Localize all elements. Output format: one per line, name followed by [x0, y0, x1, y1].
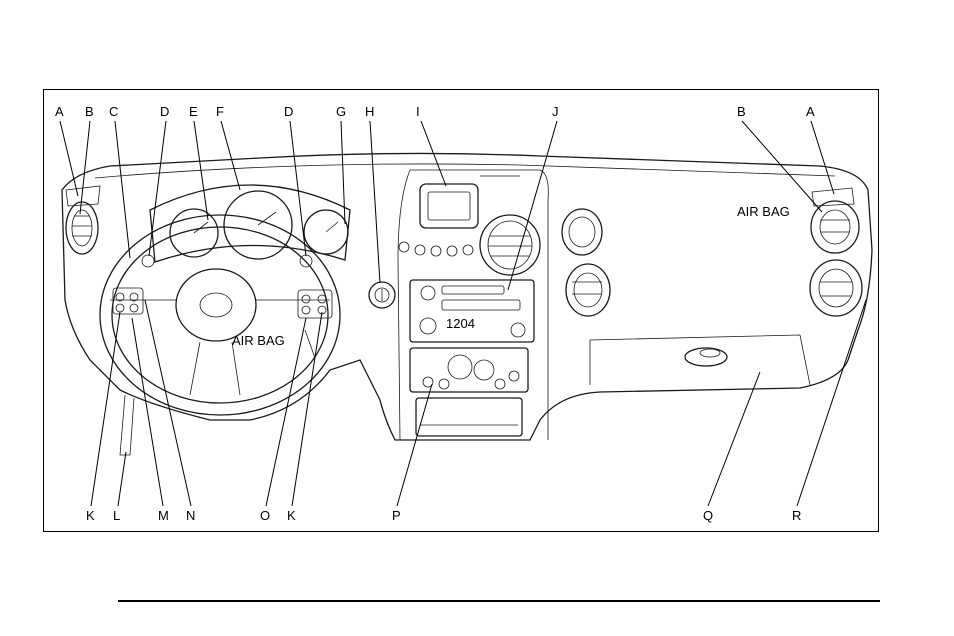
callout-f: F [216, 104, 224, 119]
callout-i: I [416, 104, 420, 119]
callout-b-left: B [85, 104, 94, 119]
instrument-cluster [149, 184, 351, 263]
callout-labels-bottom: K L M N O K P Q R [86, 508, 801, 523]
callout-a-right: A [806, 104, 815, 119]
radio-time-display: 1204 [446, 316, 475, 331]
center-right-vents [561, 208, 611, 317]
callout-q: Q [703, 508, 713, 523]
page-bottom-rule [118, 600, 880, 602]
dashboard-body [61, 152, 873, 441]
steering-wheel: AIR BAG [99, 214, 341, 456]
callout-labels-top: A B C D E F D G H I J B A [55, 104, 815, 119]
callout-b-right: B [737, 104, 746, 119]
callout-h: H [365, 104, 374, 119]
wheel-airbag-label: AIR BAG [232, 333, 285, 348]
callout-r: R [792, 508, 801, 523]
ignition-switch [368, 281, 396, 309]
callout-m: M [158, 508, 169, 523]
callout-g: G [336, 104, 346, 119]
leader-lines [59, 120, 867, 507]
callout-p: P [392, 508, 401, 523]
glove-box-latch [684, 347, 728, 367]
callout-k-right: K [287, 508, 296, 523]
callout-o: O [260, 508, 270, 523]
callout-a-left: A [55, 104, 64, 119]
callout-c: C [109, 104, 118, 119]
callout-n: N [186, 508, 195, 523]
callout-k-left: K [86, 508, 95, 523]
left-air-vent [65, 185, 101, 255]
right-air-vents: AIR BAG [737, 187, 863, 317]
callout-j: J [552, 104, 559, 119]
center-stack: 1204 [398, 183, 541, 437]
callout-d-right: D [284, 104, 293, 119]
dash-airbag-label: AIR BAG [737, 204, 790, 219]
callout-d-left: D [160, 104, 169, 119]
callout-l: L [113, 508, 120, 523]
callout-e: E [189, 104, 198, 119]
